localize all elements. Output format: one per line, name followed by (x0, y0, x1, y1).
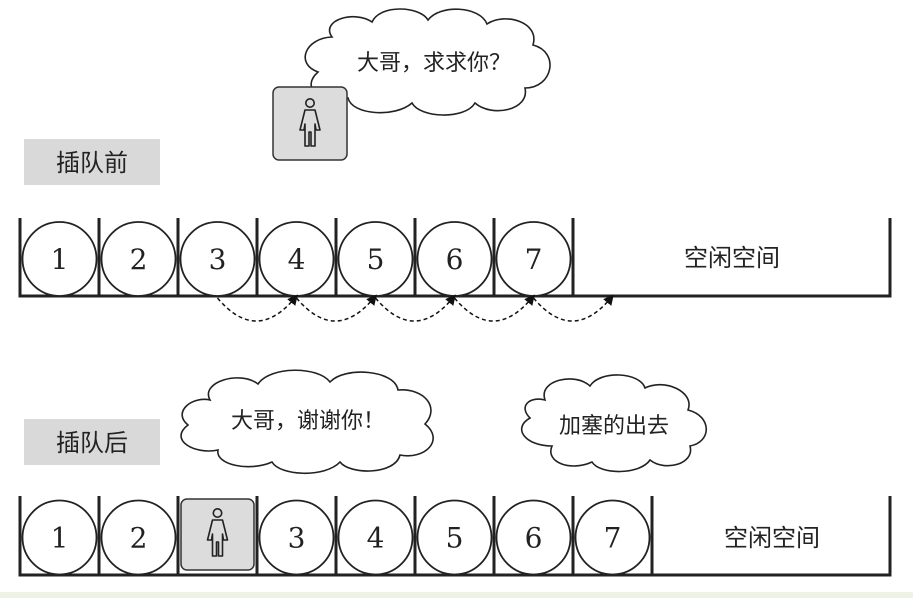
before-slot-number: 3 (209, 243, 227, 276)
after-slot-circle (416, 499, 493, 576)
speech-insert-text: 加塞的出去 (559, 414, 669, 439)
shift-arrows (216, 294, 614, 322)
before-slot-circle (21, 221, 98, 297)
shift-arrow (453, 294, 535, 322)
label-before-text: 插队前 (56, 149, 128, 177)
label-after: 插队后 (24, 419, 160, 465)
label-after-text: 插队后 (56, 429, 128, 457)
queue-before: 1 2 3 4 5 6 7 空闲空间 (18, 218, 892, 298)
shift-arrow (216, 294, 298, 322)
speech-thanks-text: 大哥，谢谢你！ (231, 409, 385, 434)
before-slot-number: 4 (288, 243, 306, 276)
bottom-strip (0, 592, 913, 598)
shift-arrow (295, 294, 377, 322)
after-slot-number: 1 (51, 522, 69, 555)
person-box-waiting (272, 86, 348, 161)
speech-cloud-thanks: 大哥，谢谢你！ (180, 369, 434, 475)
before-slot-number: 5 (367, 243, 385, 276)
shift-arrow (374, 294, 456, 322)
after-slot-number: 2 (130, 522, 148, 555)
before-slot-circle (100, 221, 177, 297)
before-slot-circle (179, 221, 256, 297)
speech-plea-text: 大哥，求求你？ (357, 51, 511, 76)
free-space-label-before: 空闲空间 (684, 244, 780, 272)
after-slot-circle (100, 499, 177, 576)
after-slot-circle (258, 499, 335, 576)
after-slot-number: 7 (604, 522, 622, 555)
shift-arrow (532, 294, 614, 322)
queue-after: 1 2 3 4 5 6 7 空闲空间 (18, 496, 892, 577)
after-slot-circle (337, 499, 414, 576)
after-slot-number: 3 (288, 522, 306, 555)
before-slot-number: 1 (51, 243, 69, 276)
after-slot-circle (21, 499, 98, 576)
after-slot-circle (574, 499, 651, 576)
after-slot-circle (495, 499, 572, 576)
after-slot-number: 4 (367, 522, 385, 555)
before-slot-number: 7 (525, 243, 543, 276)
free-space-label-after: 空闲空间 (724, 524, 820, 552)
speech-cloud-insert: 加塞的出去 (520, 374, 707, 473)
label-before: 插队前 (24, 139, 160, 185)
person-box-inserted (180, 498, 255, 571)
after-slot-number: 6 (525, 522, 543, 555)
before-slot-number: 6 (446, 243, 464, 276)
after-slot-number: 5 (446, 522, 464, 555)
speech-cloud-plea: 大哥，求求你？ (304, 8, 551, 116)
before-slot-number: 2 (130, 243, 148, 276)
